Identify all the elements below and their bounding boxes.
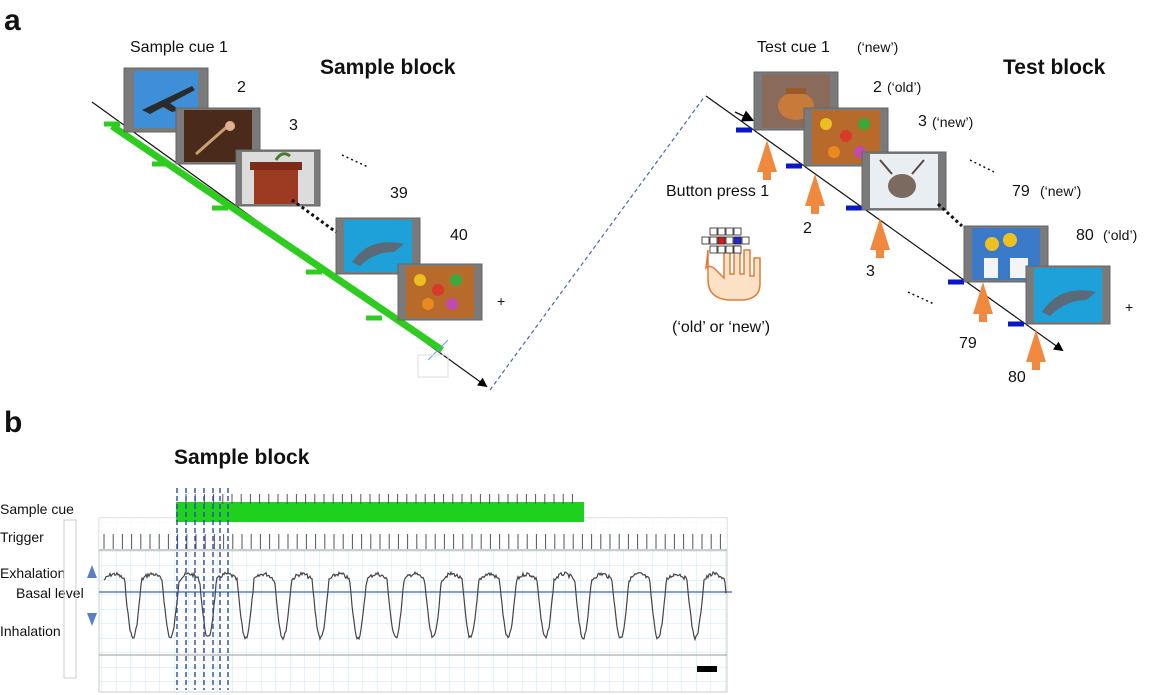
test-cue-tag-3: (‘new’)	[932, 114, 973, 130]
hand-icon	[705, 245, 761, 301]
row-label-sample-cue: Sample cue	[0, 501, 74, 517]
sample-cue-bar	[176, 502, 584, 522]
inhalation-arrow-icon	[87, 613, 97, 626]
button-press-label-79: 79	[959, 335, 977, 352]
sample-ellipsis	[341, 154, 369, 168]
test-cue-label-3: 3	[918, 113, 927, 130]
panel-b-letter: b	[4, 406, 22, 439]
sample-cue-label-3: 3	[289, 117, 298, 134]
sample-end-tick	[427, 339, 449, 361]
test-block-title: Test block	[1003, 56, 1106, 79]
test-cue-tag-2: (‘old’)	[887, 79, 921, 95]
scale-bar	[697, 666, 717, 672]
response-options: (‘old’ or ‘new’)	[672, 319, 770, 336]
sample-cue-label-40: 40	[450, 227, 468, 244]
button-press-label-3: 3	[866, 263, 875, 280]
panel-b-title: Sample block	[174, 446, 310, 469]
test-timeline-arrow	[705, 95, 1064, 352]
keypad-icon	[701, 227, 750, 254]
row-label-exhalation: Exhalation	[0, 565, 65, 581]
sample-end-box	[417, 354, 449, 378]
respiration-trace	[103, 570, 727, 642]
fixation-cross-sample: +	[497, 293, 505, 309]
test-image-reindeer	[861, 151, 947, 211]
test-cue-tag-80: (‘old’)	[1103, 227, 1137, 243]
test-cue-tag-79: (‘new’)	[1040, 183, 1081, 199]
test-image-flowers-milk	[963, 225, 1049, 283]
press-arrow	[757, 140, 777, 180]
exhalation-arrow-icon	[87, 565, 97, 578]
test-ellipsis	[969, 159, 995, 173]
test-cue-label-80: 80	[1076, 227, 1094, 244]
block-connector	[489, 95, 706, 391]
panel-a-letter: a	[4, 4, 21, 37]
button-press-label-80: 80	[1008, 369, 1026, 386]
button-press-label-2: 2	[803, 220, 812, 237]
press-arrow	[805, 174, 825, 214]
label-bracket	[63, 519, 77, 679]
press-arrow	[973, 282, 993, 322]
test-cue-tag-1: (‘new’)	[857, 39, 898, 55]
sample-cue-label-39: 39	[390, 185, 408, 202]
row-label-inhalation: Inhalation	[0, 623, 61, 639]
sample-cue-label-1: Sample cue 1	[130, 39, 228, 56]
sample-image-airplane	[123, 67, 209, 133]
test-onset-markers	[736, 127, 1024, 327]
button-press-arrows	[757, 140, 1046, 370]
test-cue-label-79: 79	[1012, 183, 1030, 200]
test-cue-label-1: Test cue 1	[757, 39, 830, 56]
press-ellipsis	[907, 291, 935, 305]
test-image-dolphin	[1025, 265, 1111, 325]
sample-block-title: Sample block	[320, 56, 456, 79]
trigger-ticks	[103, 534, 721, 549]
sample-image-chimney	[235, 149, 321, 207]
press-arrow	[870, 218, 890, 258]
press-arrow	[1026, 330, 1046, 370]
sample-image-cereal	[397, 263, 483, 321]
button-press-label-1: Button press 1	[666, 183, 769, 200]
sample-cue-label-2: 2	[237, 79, 246, 96]
test-cue-label-2: 2	[873, 79, 882, 96]
row-label-trigger: Trigger	[0, 529, 44, 545]
fixation-cross-test: +	[1125, 299, 1133, 315]
sample-onset-markers	[104, 121, 382, 321]
row-label-basal-level: Basal level	[16, 585, 84, 601]
onset-dashed-lines	[176, 488, 229, 690]
